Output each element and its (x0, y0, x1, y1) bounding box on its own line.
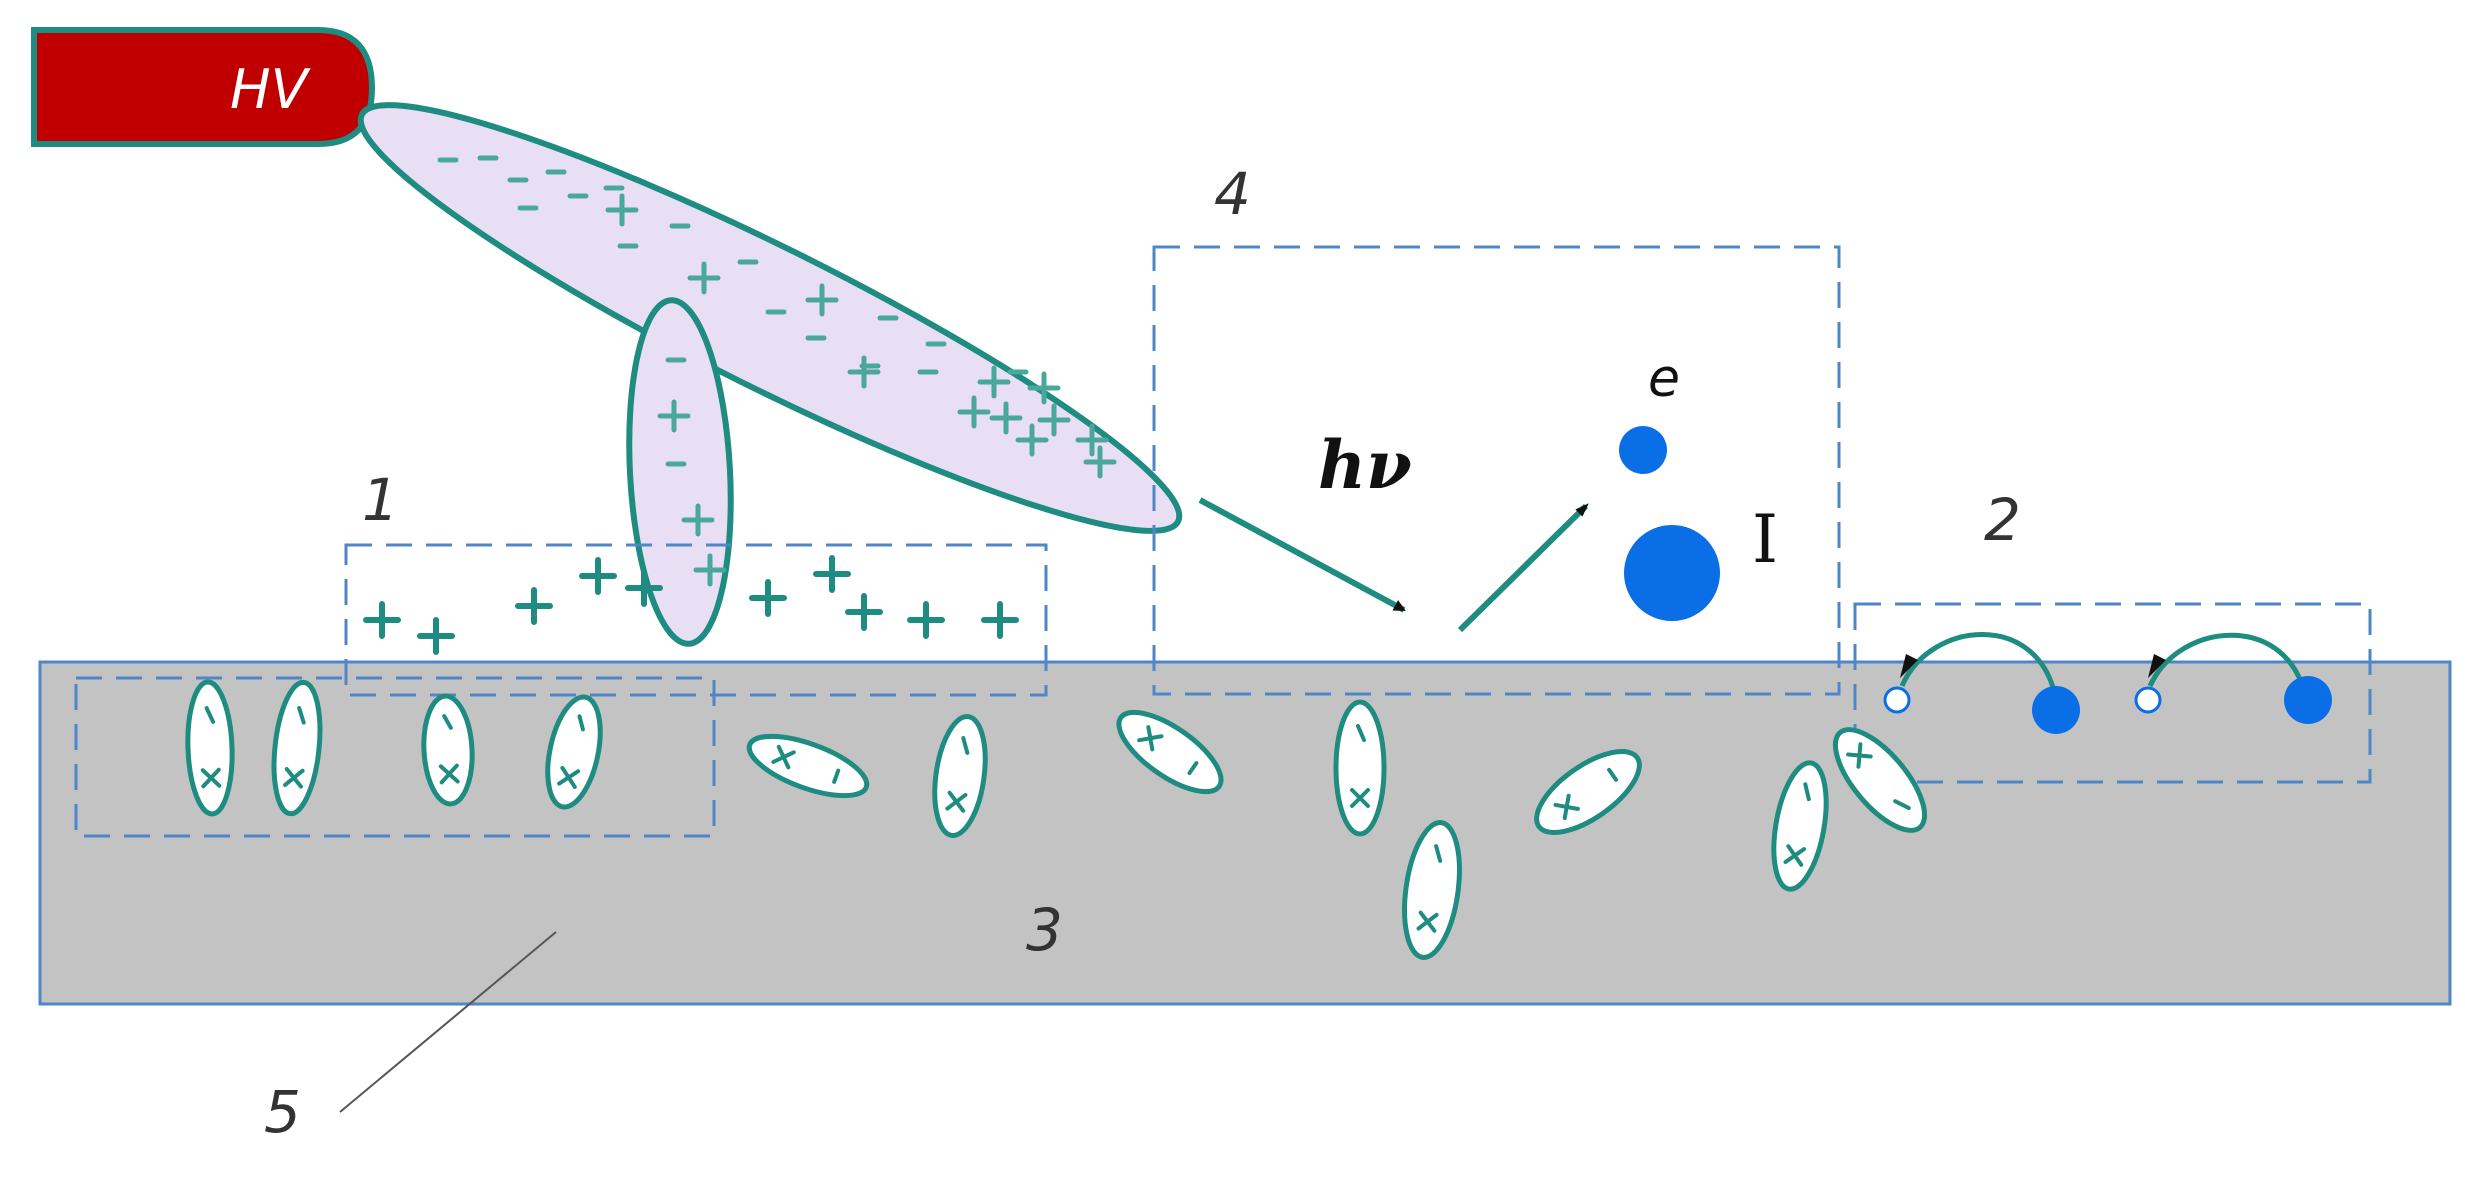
label-5-leader (339, 931, 557, 1113)
hv-electrode: HV (31, 27, 376, 147)
photon-emission: hν e I (1318, 349, 1778, 633)
hole-1 (1883, 686, 1911, 714)
substrate (38, 660, 2452, 1006)
electron-label: e (1648, 349, 1680, 409)
charge-hopping (1883, 632, 2332, 734)
ion-particle (1624, 525, 1720, 621)
streamer-arrow (1198, 497, 1406, 613)
hole-2 (2134, 686, 2162, 714)
charge-1 (2032, 686, 2080, 734)
label-5: 5 (264, 1078, 301, 1146)
surface-positive-charges (363, 555, 1019, 655)
photon-label: hν (1318, 426, 1412, 504)
label-1: 1 (362, 466, 399, 534)
ion-label: I (1752, 501, 1778, 578)
label-4: 4 (1214, 160, 1251, 228)
label-2: 2 (1984, 486, 2021, 554)
streamer-charges (437, 155, 1117, 479)
charge-2 (2284, 676, 2332, 724)
streamer-vertical (626, 297, 734, 647)
dipoles (185, 679, 1928, 960)
zone-2-box (1853, 602, 2372, 784)
hv-label: HV (230, 58, 312, 121)
emission-arrow (1457, 503, 1589, 633)
label-3: 3 (1026, 896, 1063, 964)
electron-particle (1619, 426, 1667, 474)
zone-1-box (344, 543, 1048, 697)
zone-4-box (1152, 245, 1841, 696)
streamer-main (357, 102, 1183, 534)
